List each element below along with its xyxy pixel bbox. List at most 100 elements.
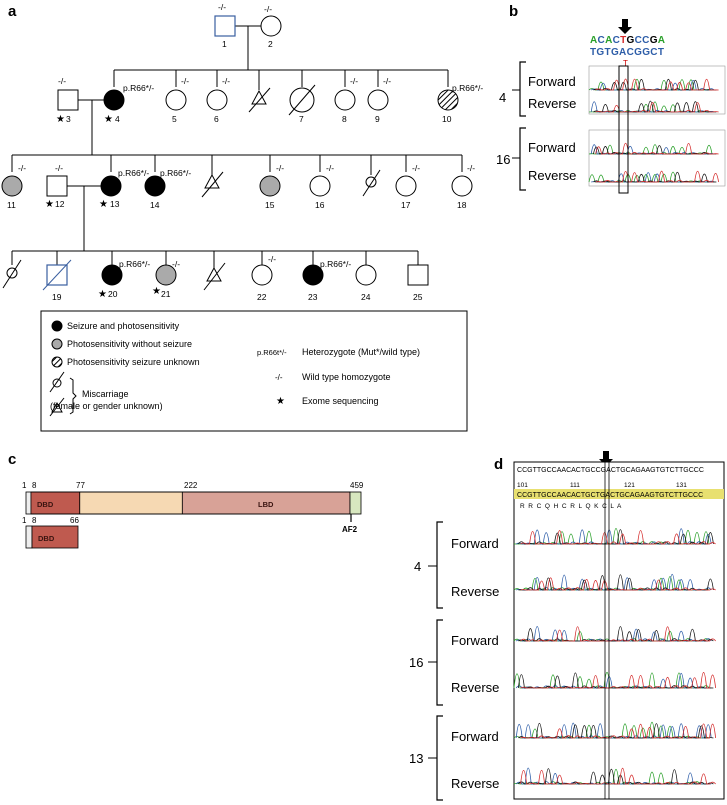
mutant-sequence: TGTGACGGCT bbox=[590, 47, 664, 58]
id-5: 5 bbox=[172, 114, 177, 124]
genotype-5: -/- bbox=[181, 76, 189, 86]
genotype-4: p.R66*/- bbox=[123, 83, 154, 93]
genotype-13: p.R66*/- bbox=[118, 168, 149, 178]
genotype-10: p.R66*/- bbox=[452, 83, 483, 93]
legend-star: ★ bbox=[276, 396, 285, 407]
b-trace-0-3 bbox=[595, 78, 719, 91]
d-sample-4: 4 bbox=[414, 559, 421, 574]
genotype-23: p.R66*/- bbox=[320, 259, 351, 269]
id-14: 14 bbox=[150, 200, 160, 210]
legend-wt-text: Wild type homozygote bbox=[302, 372, 391, 382]
id-22: 22 bbox=[257, 292, 267, 302]
legend-hatched-circle bbox=[51, 356, 63, 368]
d-s16-reverse: Reverse bbox=[451, 680, 499, 695]
legend-black-circle bbox=[51, 320, 63, 332]
trunc-pos-1: 1 bbox=[22, 516, 27, 525]
exome-star-4: ★ bbox=[104, 114, 113, 125]
b-s16-forward: Forward bbox=[528, 140, 576, 155]
panel-d-sequencing: CCGTTGCCAACACTGCCGACTGCAGAAGTGTCTTGCCC 1… bbox=[409, 451, 725, 801]
d-s4-forward: Forward bbox=[451, 536, 499, 551]
truncated-dbd bbox=[31, 525, 79, 549]
genotype-3: -/- bbox=[58, 76, 66, 86]
lbd-label: LBD bbox=[258, 500, 274, 509]
id-7: 7 bbox=[299, 114, 304, 124]
genotype-2: -/- bbox=[264, 4, 272, 14]
af2-region bbox=[349, 491, 362, 515]
id-8: 8 bbox=[342, 114, 347, 124]
d-s16-forward: Forward bbox=[451, 633, 499, 648]
id-1: 1 bbox=[222, 39, 227, 49]
genotype-22: -/- bbox=[268, 254, 276, 264]
domain-hinge bbox=[79, 491, 183, 515]
exome-star-12: ★ bbox=[45, 199, 54, 210]
genotype-6: -/- bbox=[222, 76, 230, 86]
d-trace-5-3 bbox=[520, 767, 716, 785]
id-21: 21 bbox=[161, 289, 171, 299]
id-4: 4 bbox=[115, 114, 120, 124]
d-trace-0-3 bbox=[520, 530, 716, 545]
panel-label-b: b bbox=[509, 3, 518, 20]
genotype-16: -/- bbox=[326, 163, 334, 173]
pos-1: 1 bbox=[22, 481, 27, 490]
legend-miscarriage: Miscarriage bbox=[82, 389, 129, 399]
consensus-sequence: CCGTTGCCAACACTGCTGACTGCAGAAGTGTCTTGCCC bbox=[517, 492, 703, 499]
trunc-pos-8: 8 bbox=[32, 516, 37, 525]
legend-star-text: Exome sequencing bbox=[302, 396, 379, 406]
pos-77: 77 bbox=[76, 481, 85, 490]
legend-grey-circle bbox=[51, 338, 63, 350]
legend-het-symbol: p.R66t*/- bbox=[257, 348, 287, 357]
d-s4-reverse: Reverse bbox=[451, 584, 499, 599]
aa-sequence: R R C Q H C R L Q K C L A bbox=[520, 503, 622, 510]
genotype-21: -/- bbox=[172, 259, 180, 269]
b-s4-forward: Forward bbox=[528, 74, 576, 89]
pos-459: 459 bbox=[350, 481, 364, 490]
d-sample-13: 13 bbox=[409, 751, 423, 766]
b-s4-reverse: Reverse bbox=[528, 96, 576, 111]
b-s16-reverse: Reverse bbox=[528, 168, 576, 183]
pos-121: 121 bbox=[624, 482, 635, 489]
id-11: 11 bbox=[7, 200, 16, 210]
dbd-label: DBD bbox=[37, 500, 54, 509]
id-6: 6 bbox=[214, 114, 219, 124]
legend-wt-symbol: -/- bbox=[275, 373, 283, 382]
id-13: 13 bbox=[110, 199, 120, 209]
pos-111: 111 bbox=[570, 482, 580, 489]
exome-star-3: ★ bbox=[56, 114, 65, 125]
genotype-9: -/- bbox=[383, 76, 391, 86]
panel-label-d: d bbox=[494, 456, 503, 473]
panel-b-sequencing: ACACTGCCGA TGTGACGGCT T 4 16 Forward Rev… bbox=[496, 19, 726, 194]
b-trace-2-2 bbox=[593, 145, 717, 155]
pos-101: 101 bbox=[517, 482, 528, 489]
d-trace-4-3 bbox=[520, 723, 716, 739]
b-trace-2-3 bbox=[595, 142, 719, 155]
pedigree-legend: Seizure and photosensitivity Photosensit… bbox=[40, 310, 468, 432]
legend-photo: Photosensitivity without seizure bbox=[67, 339, 192, 349]
id-18: 18 bbox=[457, 200, 467, 210]
id-19: 19 bbox=[52, 292, 62, 302]
exome-star-13: ★ bbox=[99, 199, 108, 210]
trunc-pos-66: 66 bbox=[70, 516, 79, 525]
pos-131: 131 bbox=[676, 482, 687, 489]
mutation-arrow-b bbox=[618, 19, 632, 34]
pos-8: 8 bbox=[32, 481, 37, 490]
af2-label: AF2 bbox=[342, 525, 358, 534]
b-trace-3-3 bbox=[595, 170, 719, 183]
id-17: 17 bbox=[401, 200, 411, 210]
id-25: 25 bbox=[413, 292, 423, 302]
reference-sequence: CCGTTGCCAACACTGCCGACTGCAGAAGTGTCTTGCCC bbox=[517, 467, 704, 474]
pedigree-labels: -/- -/- -/- p.R66*/- -/- -/- -/- -/- p.R… bbox=[7, 2, 483, 302]
legend-seizure: Seizure and photosensitivity bbox=[67, 321, 180, 331]
genotype-18: -/- bbox=[467, 163, 475, 173]
legend-miscarriage-sub: (female or gender unknown) bbox=[50, 401, 163, 411]
exome-star-21: ★ bbox=[152, 286, 161, 297]
genotype-8: -/- bbox=[350, 76, 358, 86]
d-trace-1-3 bbox=[520, 577, 716, 591]
id-24: 24 bbox=[361, 292, 371, 302]
genotype-14: p.R66*/- bbox=[160, 168, 191, 178]
pedigree-chart bbox=[1, 15, 473, 291]
genotype-11: -/- bbox=[18, 163, 26, 173]
legend-het-text: Heterozygote (Mut*/wild type) bbox=[302, 347, 420, 357]
id-15: 15 bbox=[265, 200, 275, 210]
panel-label-c: c bbox=[8, 451, 16, 468]
